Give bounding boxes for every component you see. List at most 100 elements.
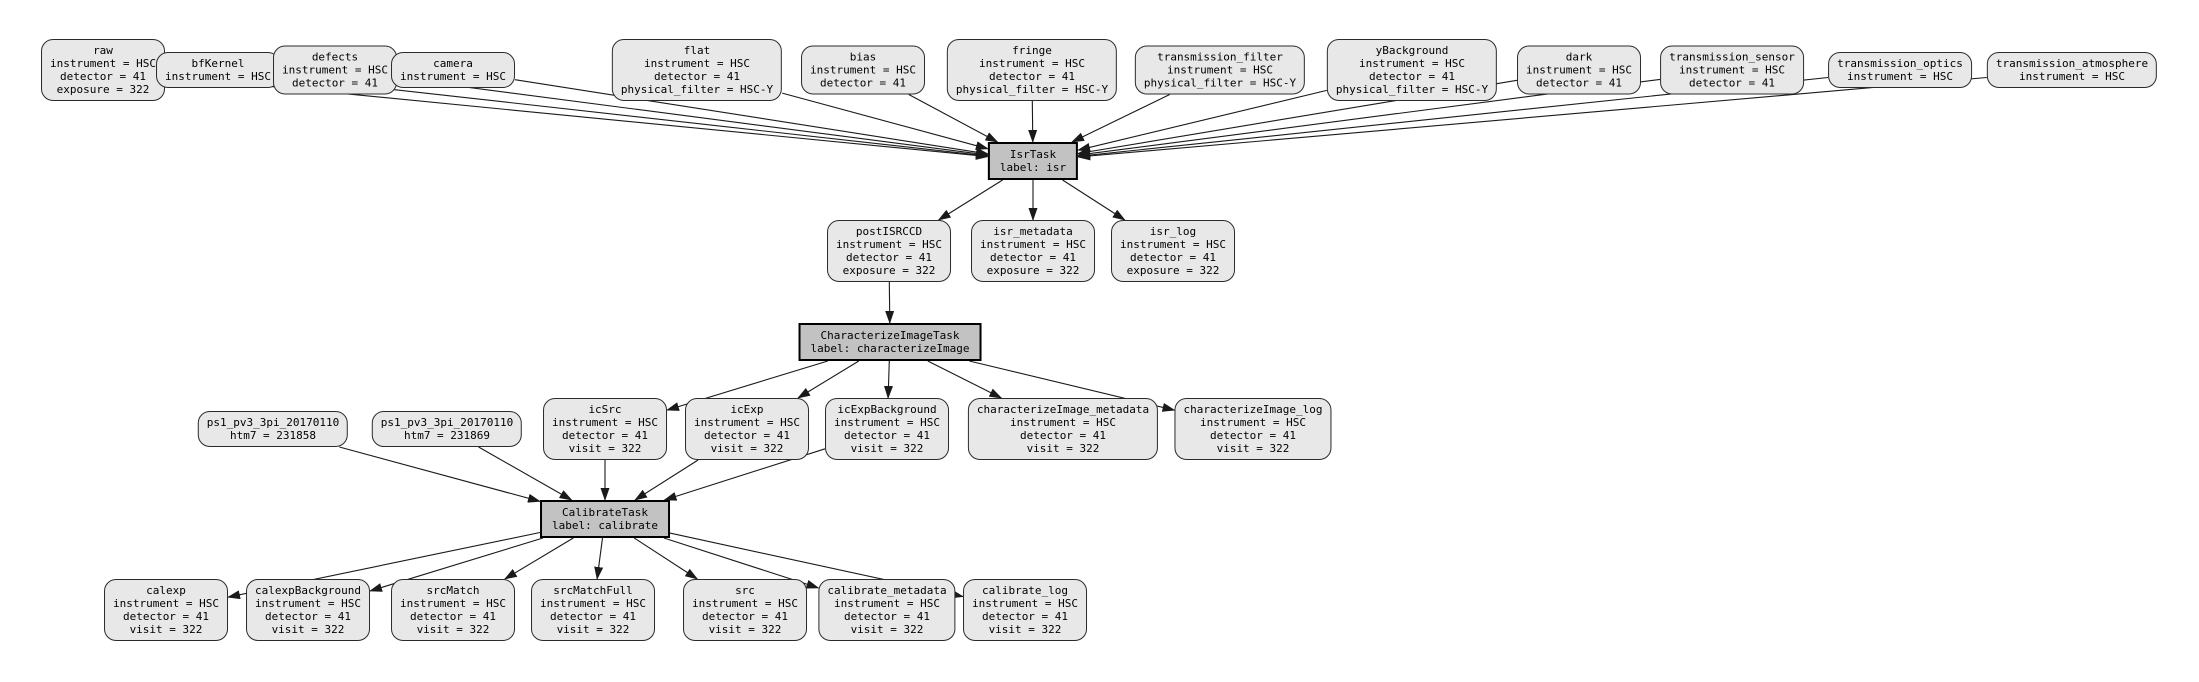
- node-field: instrument = HSC: [1010, 416, 1116, 429]
- node-field: visit = 322: [850, 442, 924, 455]
- node-field: instrument = HSC: [972, 597, 1078, 610]
- node-field: detector = 41: [819, 76, 907, 90]
- edge-flat-to-isr: [782, 92, 989, 151]
- node-field: visit = 322: [850, 623, 924, 636]
- node-field: physical_filter = HSC-Y: [620, 83, 774, 96]
- node-field: htm7 = 231869: [403, 429, 491, 442]
- node-field: detector = 41: [1129, 251, 1217, 264]
- edge-ps1_231858-to-calibrate: [339, 446, 541, 503]
- node-field: detector = 41: [845, 251, 933, 264]
- node-title: raw: [93, 44, 113, 57]
- node-title: isr_log: [1149, 225, 1197, 238]
- node-field: detector = 41: [701, 610, 789, 623]
- edge-characterizeImage-to-icExpBackground: [883, 360, 893, 399]
- node-field: instrument = HSC: [552, 416, 658, 429]
- node-field: visit = 322: [568, 442, 642, 455]
- node-field: instrument = HSC: [1167, 63, 1273, 77]
- node-title: icExpBackground: [837, 403, 937, 416]
- node-title: dark: [1565, 50, 1593, 64]
- node-field: detector = 41: [122, 610, 210, 623]
- node-field: visit = 322: [416, 623, 490, 636]
- node-title: postISRCCD: [855, 225, 923, 238]
- node-field: instrument = HSC: [644, 57, 750, 70]
- node-field: instrument = HSC: [1679, 63, 1785, 77]
- edge-icExp-to-calibrate: [634, 459, 699, 501]
- node-field: visit = 322: [1026, 442, 1100, 455]
- edge-bfKernel-to-isr: [279, 76, 989, 160]
- node-field: instrument = HSC: [50, 57, 156, 70]
- node-field: visit = 322: [708, 623, 782, 636]
- node-title: ps1_pv3_3pi_20170110: [206, 416, 340, 429]
- edge-isr-to-postISRCCD: [937, 179, 1003, 221]
- node-title: defects: [311, 50, 359, 64]
- edge-characterizeImage-to-characterizeImage_metadata: [927, 360, 1003, 399]
- node-title: transmission_optics: [1837, 57, 1963, 70]
- edge-defects-to-isr: [396, 77, 989, 159]
- node-title: IsrTask: [1009, 148, 1057, 161]
- node-title: bias: [849, 50, 877, 64]
- node-field: detector = 41: [291, 76, 379, 90]
- node-field: instrument = HSC: [255, 597, 361, 610]
- node-field: detector = 41: [409, 610, 497, 623]
- node-field: detector = 41: [843, 429, 931, 442]
- edge-characterizeImage-to-icExp: [797, 360, 860, 399]
- node-field: detector = 41: [988, 70, 1076, 83]
- node-title: CharacterizeImageTask: [820, 329, 960, 342]
- node-field: detector = 41: [703, 429, 791, 442]
- edge-calibrate-to-srcMatch: [503, 537, 574, 580]
- node-field: exposure = 322: [56, 83, 150, 96]
- edge-transmission_filter-to-isr: [1071, 94, 1170, 143]
- node-title: icExp: [730, 403, 764, 416]
- node-field: instrument = HSC: [1200, 416, 1306, 429]
- node-field: instrument = HSC: [1847, 70, 1953, 83]
- node-field: detector = 41: [264, 610, 352, 623]
- node-field: visit = 322: [271, 623, 345, 636]
- node-field: instrument = HSC: [400, 70, 506, 83]
- node-field: instrument = HSC: [834, 597, 940, 610]
- node-title: camera: [433, 57, 473, 70]
- node-field: label: isr: [999, 161, 1067, 174]
- node-field: visit = 322: [710, 442, 784, 455]
- node-field: instrument = HSC: [980, 238, 1086, 251]
- node-field: detector = 41: [561, 429, 649, 442]
- node-field: label: calibrate: [552, 519, 658, 532]
- edge-ps1_231869-to-calibrate: [478, 446, 573, 501]
- edge-camera-to-isr: [514, 79, 989, 157]
- edge-calibrate-to-src: [633, 537, 699, 580]
- node-title: calexp: [146, 584, 186, 597]
- node-title: src: [735, 584, 755, 597]
- node-field: physical_filter = HSC-Y: [1143, 76, 1297, 90]
- node-field: detector = 41: [989, 251, 1077, 264]
- node-field: instrument = HSC: [2019, 70, 2125, 83]
- node-title: icSrc: [588, 403, 622, 416]
- node-field: instrument = HSC: [165, 70, 271, 83]
- node-field: detector = 41: [843, 610, 931, 623]
- node-field: instrument = HSC: [834, 416, 940, 429]
- node-field: physical_filter = HSC-Y: [1335, 83, 1489, 96]
